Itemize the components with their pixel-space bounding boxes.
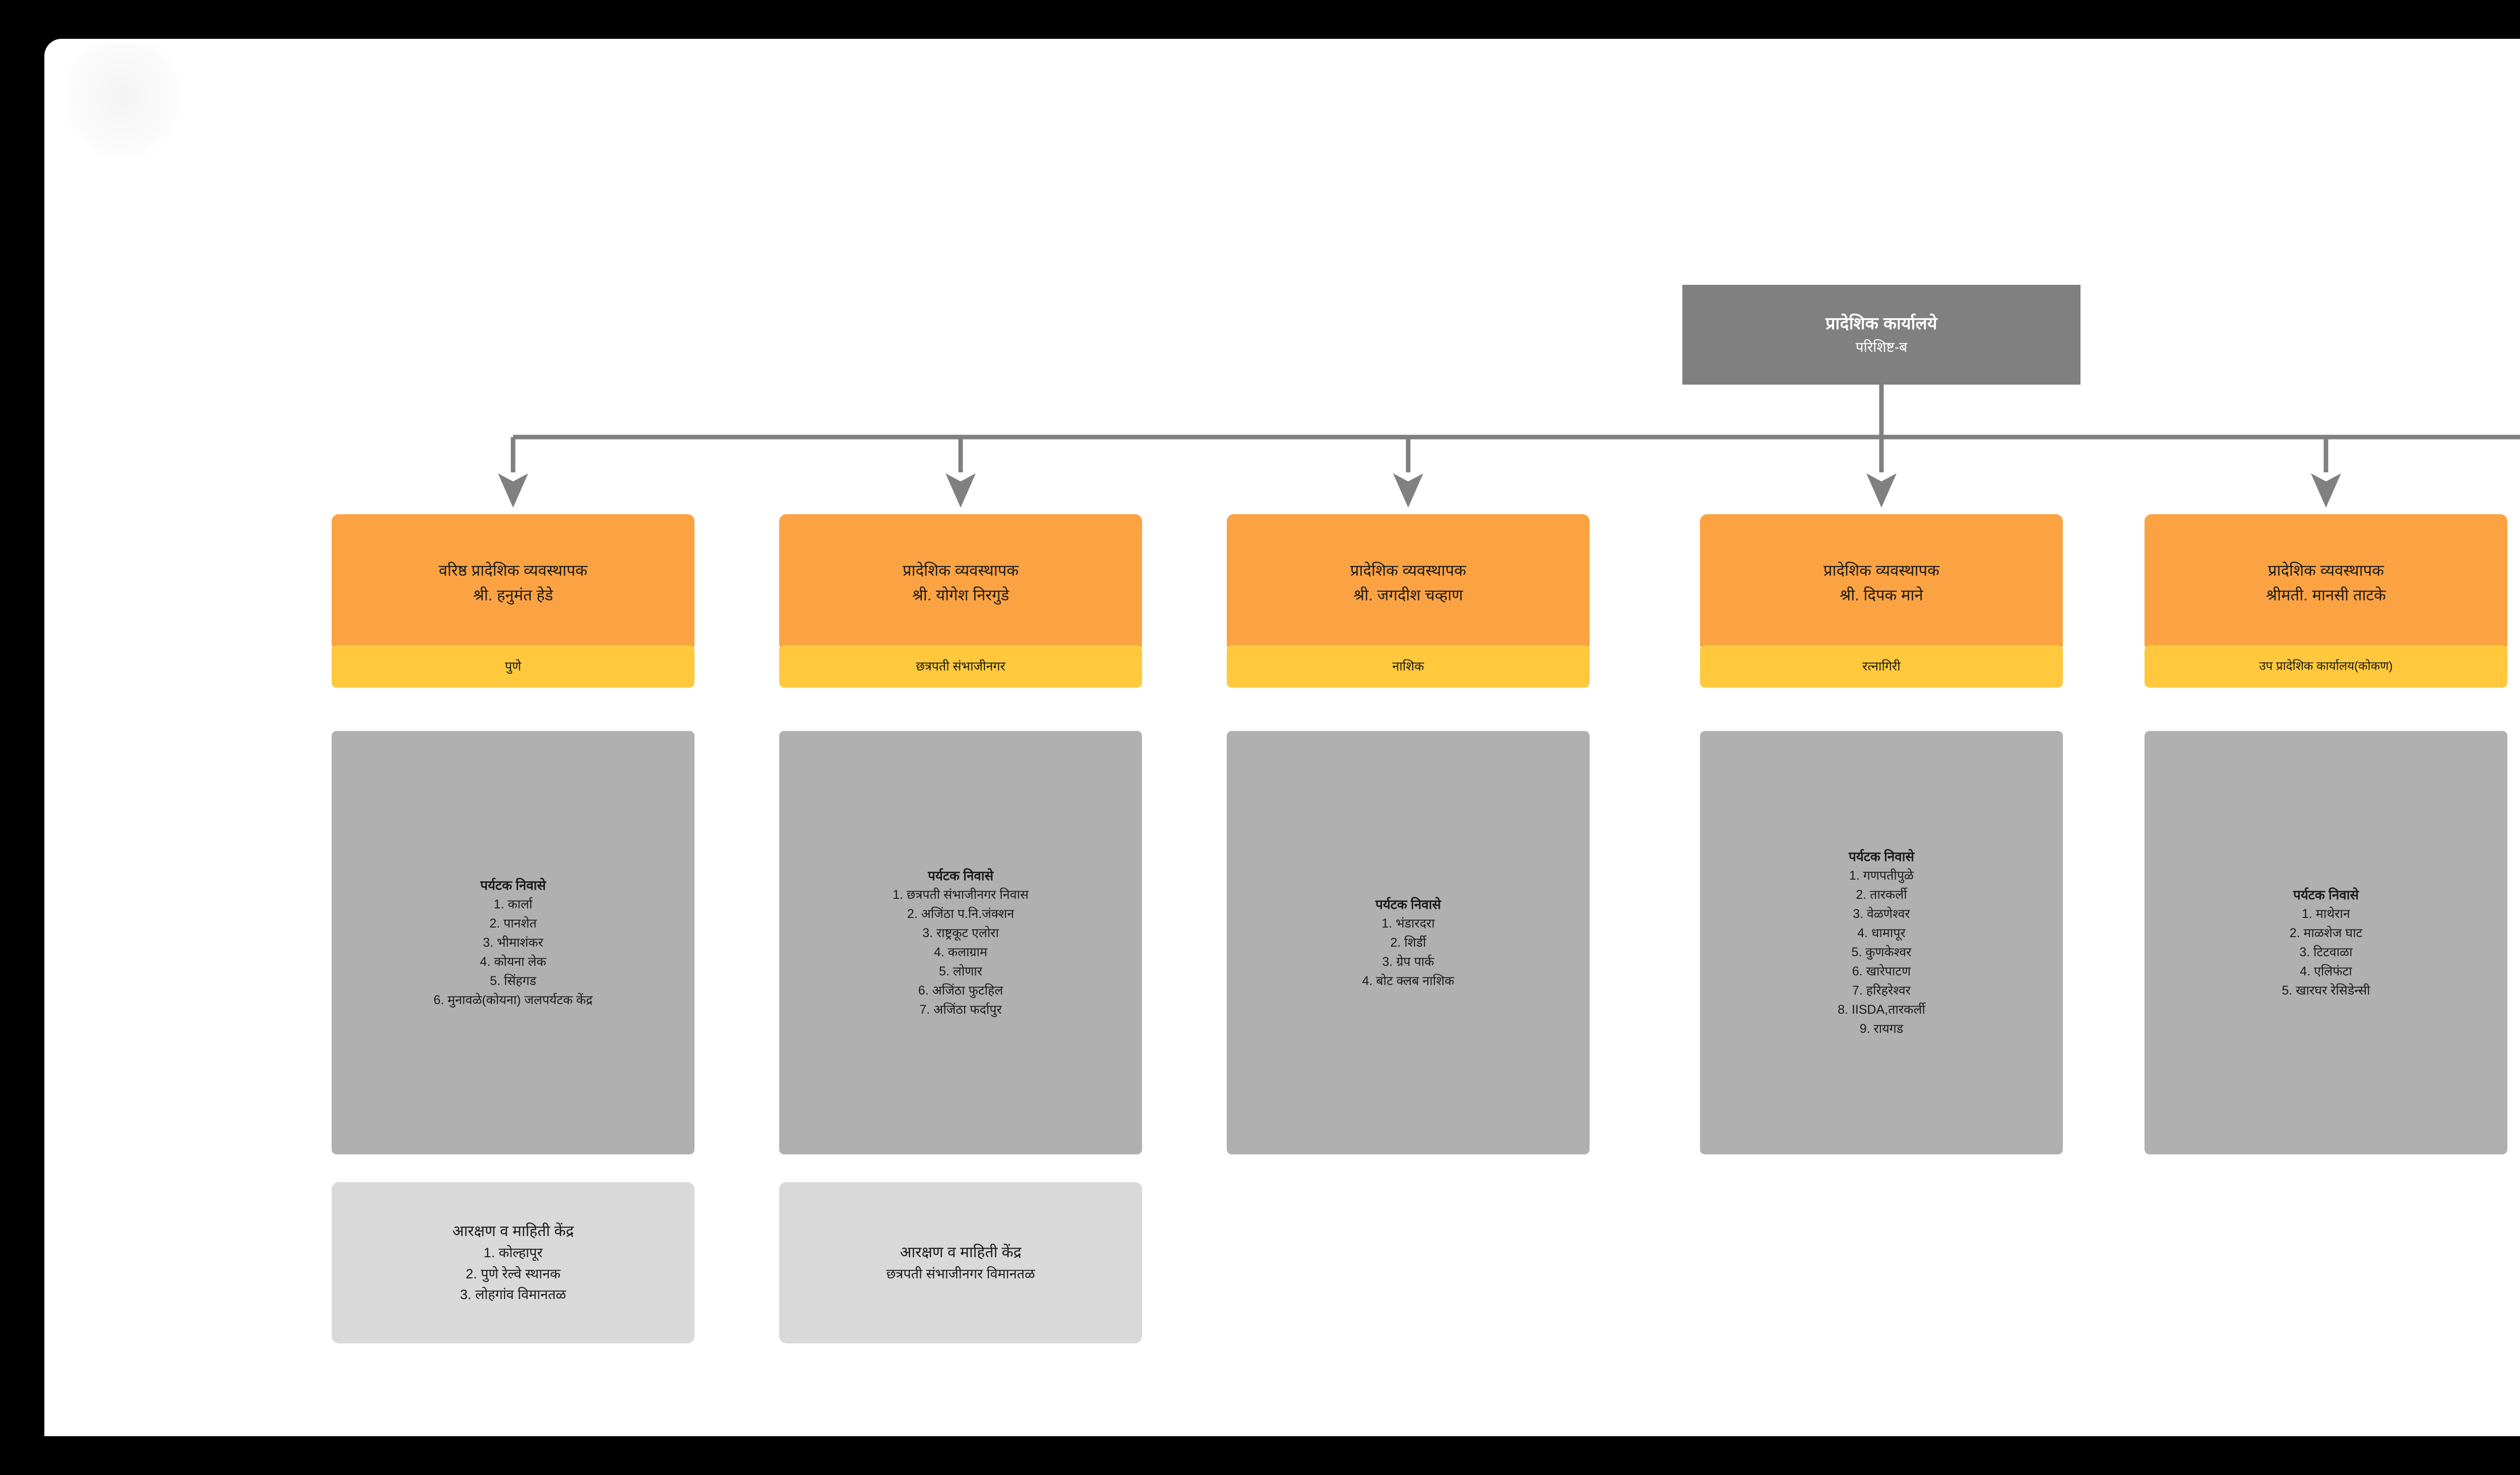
office-location-line1: नाशिक	[1392, 659, 1424, 673]
manager-card[interactable]: प्रादेशिक व्यवस्थापक श्री. योगेश निरगुडे	[779, 514, 1142, 651]
tourist-home-item: 2. पानशेत	[489, 916, 537, 931]
tourist-home-item: 1. भंडारदरा	[1381, 916, 1435, 931]
tourist-home-item: 2. अजिंठा प.नि.जंक्शन	[907, 907, 1015, 921]
tourist-home-item: 1. छत्रपती संभाजीनगर निवास	[893, 888, 1029, 902]
office-location-line2: (कोकण)	[2354, 659, 2393, 673]
booking-info-center-card[interactable]: आरक्षण व माहिती केंद्र छत्रपती संभाजीनगर …	[779, 1182, 1142, 1343]
booking-info-center-item: 1. कोल्हापूर	[483, 1245, 543, 1260]
tourist-homes-card[interactable]: पर्यटक निवासे 1. कार्ला 2. पानशेत 3. भीमाशं…	[332, 731, 695, 1154]
manager-name: श्री. जगदीश चव्हाण	[1353, 586, 1463, 604]
root-node-subtitle: परिशिष्ट-ब	[1855, 339, 1908, 355]
tourist-homes-card[interactable]: पर्यटक निवासे 1. छत्रपती संभाजीनगर निवास 2…	[779, 731, 1142, 1154]
office-location-band[interactable]: उप प्रादेशिक कार्यालय(कोकण)	[2145, 645, 2507, 688]
tourist-home-item: 4. बोट क्लब नाशिक	[1362, 974, 1455, 988]
tourist-homes-card[interactable]: पर्यटक निवासे 1. भंडारदरा 2. शिर्डी 3. ग्रे…	[1227, 731, 1590, 1154]
tourist-homes-title: पर्यटक निवासे	[1375, 897, 1441, 912]
booking-info-center-item: 3. लोहगांव विमानतळ	[460, 1287, 566, 1303]
office-location-band[interactable]: नाशिक	[1227, 645, 1590, 688]
tourist-home-item: 2. शिर्डी	[1390, 936, 1426, 950]
tourist-home-item: 1. कार्ला	[493, 897, 533, 911]
tourist-home-item: 6. खारेपाटण	[1852, 964, 1911, 978]
office-location-line1: पुणे	[505, 659, 522, 673]
tourist-home-item: 3. राष्ट्रकूट एलोरा	[922, 926, 999, 940]
tourist-home-item: 4. कलाग्राम	[934, 945, 987, 959]
tourist-home-item: 2. तारकर्ली	[1856, 888, 1907, 902]
tourist-home-item: 9. रायगड	[1859, 1022, 1904, 1036]
tourist-home-item: 3. भीमाशंकर	[483, 936, 543, 950]
booking-info-center-item: छत्रपती संभाजीनगर विमानतळ	[886, 1266, 1035, 1281]
tourist-home-item: 3. ग्रेप पार्क	[1382, 955, 1434, 969]
root-node-title: प्रादेशिक कार्यालये	[1825, 314, 1937, 334]
tourist-homes-title: पर्यटक निवासे	[927, 868, 994, 883]
tourist-home-item: 5. लोणार	[939, 964, 982, 978]
office-location-band[interactable]: पुणे	[332, 645, 695, 688]
manager-role: वरिष्ठ प्रादेशिक व्यवस्थापक	[438, 561, 588, 579]
tourist-home-item: 6. मुनावळे(कोयना) जलपर्यटक केंद्र	[433, 993, 593, 1007]
manager-name: श्री. योगेश निरगुडे	[912, 586, 1010, 604]
tourist-homes-title: पर्यटक निवासे	[480, 878, 546, 893]
booking-info-center-title: आरक्षण व माहिती केंद्र	[900, 1244, 1022, 1261]
tourist-home-item: 1. माथेरान	[2302, 907, 2350, 921]
office-location-line1: छत्रपती संभाजीनगर	[916, 659, 1005, 673]
tourist-homes-title: पर्यटक निवासे	[2293, 887, 2359, 902]
tourist-homes-card[interactable]: पर्यटक निवासे 1. माथेरान 2. माळशेज घाट 3. ट…	[2145, 731, 2507, 1154]
tourist-home-item: 3. वेळणेश्वर	[1853, 907, 1910, 921]
manager-role: प्रादेशिक व्यवस्थापक	[2267, 561, 2384, 579]
booking-info-center-card[interactable]: आरक्षण व माहिती केंद्र 1. कोल्हापूर 2. पुण…	[332, 1182, 695, 1343]
manager-card[interactable]: प्रादेशिक व्यवस्थापक श्री. दिपक माने	[1700, 514, 2063, 651]
booking-info-center-title: आरक्षण व माहिती केंद्र	[452, 1222, 574, 1240]
tourist-home-item: 7. अजिंठा फर्दापुर	[919, 1003, 1002, 1017]
tourist-home-item: 7. हरिहरेश्वर	[1852, 984, 1911, 998]
tourist-home-item: 5. खारघर रेसिडेन्सी	[2282, 984, 2370, 998]
tourist-home-item: 4. एलिफंटा	[2300, 964, 2352, 978]
manager-role: प्रादेशिक व्यवस्थापक	[1823, 561, 1940, 579]
manager-name: श्री. दिपक माने	[1840, 586, 1923, 604]
background-smudge-artifact	[65, 44, 180, 160]
office-location-band[interactable]: छत्रपती संभाजीनगर	[779, 645, 1142, 688]
tourist-home-item: 6. अजिंठा फुटहिल	[918, 984, 1003, 998]
office-location-band[interactable]: रत्नागिरी	[1700, 645, 2063, 688]
manager-role: प्रादेशिक व्यवस्थापक	[1350, 561, 1467, 579]
manager-role: प्रादेशिक व्यवस्थापक	[902, 561, 1019, 579]
tourist-home-item: 1. गणपतीपुळे	[1849, 869, 1914, 883]
tourist-home-item: 5. कुणकेश्वर	[1851, 945, 1912, 959]
org-chart-canvas: प्रादेशिक कार्यालये परिशिष्ट-ब वरिष्ठ प्…	[44, 39, 2520, 1436]
tourist-home-item: 4. कोयना लेक	[480, 955, 546, 969]
root-node[interactable]: प्रादेशिक कार्यालये परिशिष्ट-ब	[1682, 285, 2081, 385]
office-location-line1: उप प्रादेशिक कार्यालय	[2259, 659, 2355, 673]
tourist-home-item: 2. माळशेज घाट	[2289, 926, 2363, 940]
manager-card[interactable]: प्रादेशिक व्यवस्थापक श्रीमती. मानसी ताटके	[2145, 514, 2507, 651]
manager-card[interactable]: प्रादेशिक व्यवस्थापक श्री. जगदीश चव्हाण	[1227, 514, 1590, 651]
manager-card[interactable]: वरिष्ठ प्रादेशिक व्यवस्थापक श्री. हनुमंत …	[332, 514, 695, 651]
tourist-homes-title: पर्यटक निवासे	[1848, 849, 1915, 864]
manager-name: श्रीमती. मानसी ताटके	[2266, 586, 2386, 604]
office-location-line1: रत्नागिरी	[1862, 659, 1901, 673]
tourist-homes-card[interactable]: पर्यटक निवासे 1. गणपतीपुळे 2. तारकर्ली 3. व…	[1700, 731, 2063, 1154]
manager-name: श्री. हनुमंत हेडे	[473, 586, 553, 604]
tourist-home-item: 3. टिटवाळा	[2299, 945, 2353, 959]
tourist-home-item: 4. धामापूर	[1857, 926, 1906, 940]
tourist-home-item: 8. IISDA,तारकर्ली	[1838, 1003, 1925, 1017]
booking-info-center-item: 2. पुणे रेल्वे स्थानक	[465, 1266, 561, 1281]
tourist-home-item: 5. सिंहगड	[490, 974, 536, 988]
